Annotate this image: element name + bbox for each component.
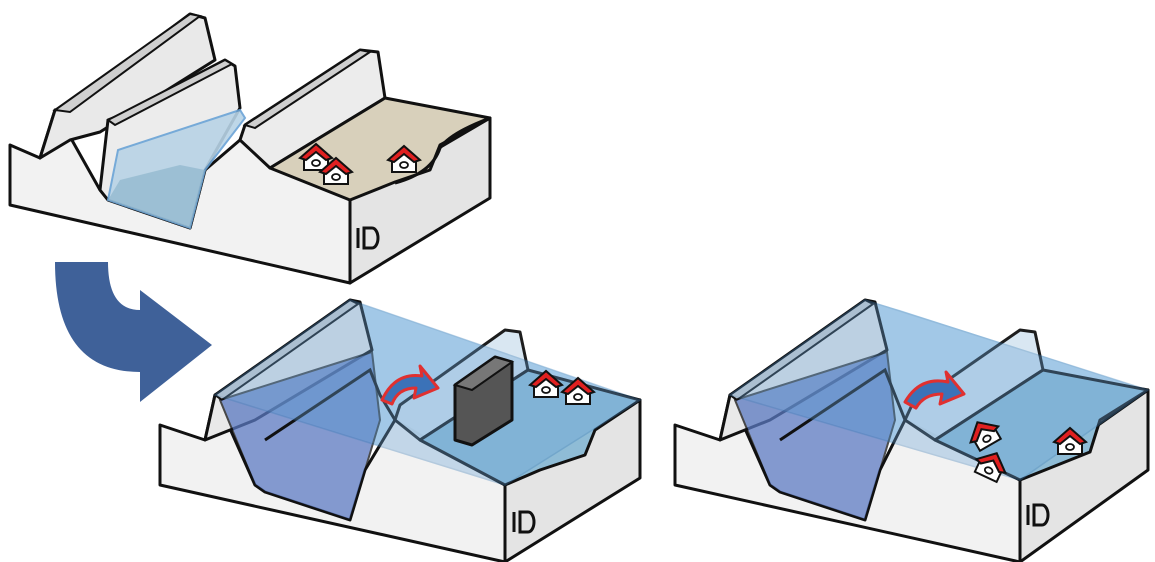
- flooded-plain: [933, 368, 1150, 482]
- flood-water-deep: [218, 350, 382, 522]
- flood-water-deep: [733, 350, 897, 522]
- overflow-arrow: [380, 364, 440, 406]
- transition-arrow: [55, 262, 212, 402]
- panel-after-without-wall: [673, 298, 1150, 562]
- overflow-arrow: [903, 370, 966, 410]
- panel-before: [8, 12, 492, 285]
- panel-after-with-wall: [158, 298, 642, 562]
- block-side: [1018, 388, 1150, 562]
